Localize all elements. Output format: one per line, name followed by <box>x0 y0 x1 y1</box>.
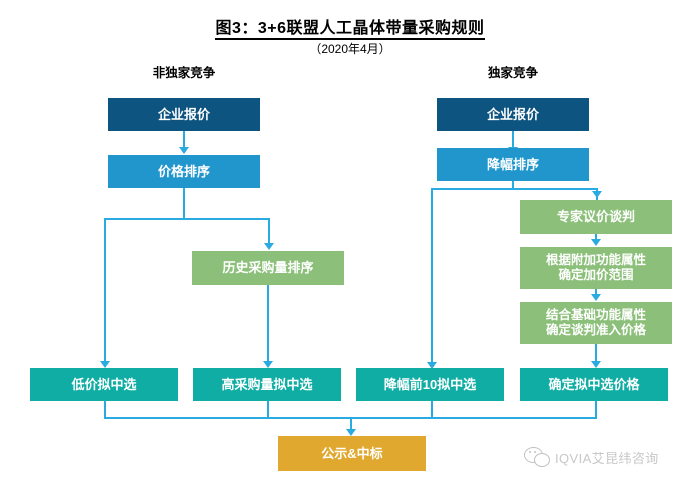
iqvia-logo: IQVIA艾昆纬咨询 <box>524 447 659 467</box>
column-header-exclusive: 独家竞争 <box>487 66 538 80</box>
logo-text: IQVIA艾昆纬咨询 <box>555 450 659 466</box>
node-outcome-top10-drop[interactable]: 降幅前10拟中选 <box>356 368 504 401</box>
node-drop-rate-rank[interactable]: 降幅排序 <box>437 148 589 181</box>
arrow-left-leg-to-history <box>264 243 274 250</box>
connector-right-leg-to-top10 <box>431 188 433 364</box>
arrow-expert-to-addon <box>591 239 601 246</box>
connector-confirm-price-stub <box>595 401 597 418</box>
connector-left-leg-to-low-price <box>104 218 106 363</box>
arrow-history-to-high-volume <box>263 361 273 368</box>
arrow-left-quote-to-rank <box>179 147 189 154</box>
connector-right-split-bus <box>431 188 598 190</box>
node-expert-negotiation[interactable]: 专家议价谈判 <box>520 200 672 234</box>
arrow-right-leg-to-top10 <box>427 362 437 369</box>
node-base-entry-price[interactable]: 结合基础功能属性 确定谈判准入价格 <box>520 302 672 344</box>
node-final-announcement[interactable]: 公示&中标 <box>278 436 426 471</box>
chart-subtitle: （2020年4月） <box>309 42 391 56</box>
connector-left-quote-to-rank <box>183 131 185 148</box>
arrow-addon-to-base-entry <box>591 294 601 301</box>
connector-history-to-high-volume <box>267 285 269 363</box>
node-outcome-confirm-price[interactable]: 确定拟中选价格 <box>520 368 668 401</box>
connector-low-price-stub <box>104 401 106 418</box>
connector-top10-stub <box>431 401 433 418</box>
node-outcome-low-price[interactable]: 低价拟中选 <box>30 368 178 401</box>
column-header-non-exclusive: 非独家竞争 <box>152 66 216 80</box>
chart-title-text: 图3：3+6联盟人工晶体带量采购规则 <box>215 20 485 40</box>
arrow-left-leg-to-low-price <box>100 361 110 368</box>
node-left-enterprise-quote[interactable]: 企业报价 <box>108 98 260 131</box>
node-left-price-rank[interactable]: 价格排序 <box>108 155 260 188</box>
connector-addon-to-base-entry <box>595 289 597 297</box>
wechat-icon <box>524 447 550 467</box>
arrow-base-entry-to-confirm <box>591 361 601 368</box>
node-addon-price-range[interactable]: 根据附加功能属性 确定加价范围 <box>520 247 672 289</box>
connector-right-rank-stem <box>512 181 514 189</box>
connector-left-rank-stem <box>183 188 185 218</box>
connector-bus-to-final <box>350 417 352 431</box>
arrow-bus-to-final <box>346 429 356 436</box>
node-outcome-high-volume[interactable]: 高采购量拟中选 <box>193 368 341 401</box>
connector-expert-to-addon <box>595 234 597 242</box>
arrow-right-leg-to-expert <box>592 191 602 198</box>
node-history-volume-rank[interactable]: 历史采购量排序 <box>192 251 344 285</box>
node-right-enterprise-quote[interactable]: 企业报价 <box>437 98 589 131</box>
connector-left-split-bus <box>104 218 270 220</box>
chart-title: 图3：3+6联盟人工晶体带量采购规则 <box>0 14 700 40</box>
connector-left-leg-to-history <box>268 218 270 244</box>
connector-base-entry-to-confirm <box>595 344 597 364</box>
connector-high-volume-stub <box>267 401 269 418</box>
connector-right-quote-to-rank <box>512 131 514 148</box>
